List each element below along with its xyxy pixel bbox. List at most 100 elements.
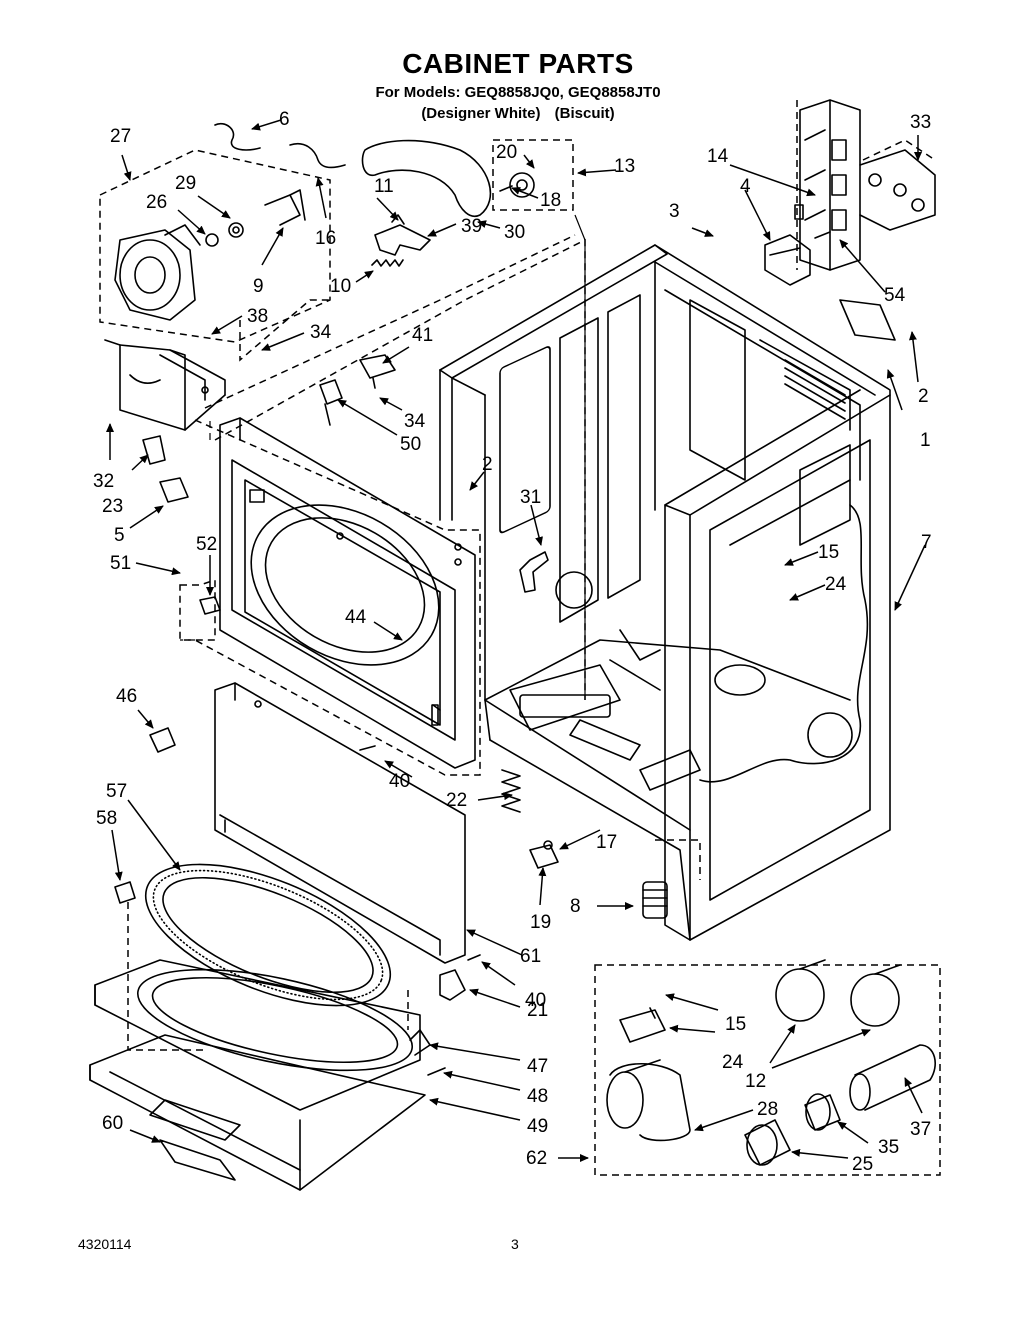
- part-58: [114, 881, 136, 904]
- sensor-23: [142, 435, 166, 465]
- callout-19: 19: [530, 912, 551, 933]
- vent-kit-parts: [606, 959, 936, 1166]
- callout-50: 50: [400, 434, 421, 455]
- callout-54: 54: [884, 285, 906, 306]
- callout-1: 1: [920, 430, 931, 451]
- callout-34: 34: [310, 322, 332, 343]
- guide-line-motor: [239, 299, 330, 362]
- idler-bracket: [374, 224, 431, 256]
- callout-40: 40: [389, 771, 410, 792]
- page-title: CABINET PARTS: [402, 48, 634, 79]
- callout-9: 9: [253, 276, 264, 297]
- group-box-27: [99, 149, 331, 343]
- callout-44: 44: [345, 607, 367, 628]
- callout-24: 24: [722, 1052, 744, 1073]
- variant-biscuit: (Biscuit): [554, 105, 615, 122]
- callout-16: 16: [315, 228, 336, 249]
- cover-plate: [839, 299, 896, 341]
- terminal-bracket: [764, 234, 811, 286]
- group-box-13: [492, 139, 574, 211]
- callout-51: 51: [110, 553, 131, 574]
- callout-48: 48: [527, 1086, 548, 1107]
- callout-15: 15: [725, 1014, 746, 1035]
- variant-designer-white: (Designer White): [421, 105, 541, 122]
- callout-11: 11: [374, 176, 394, 197]
- callout-46: 46: [116, 686, 137, 707]
- motor-mount-bracket: [104, 339, 226, 431]
- lower-front-panel: [214, 682, 466, 964]
- motor-assembly: [114, 189, 306, 321]
- guide-line-58: [127, 902, 205, 1051]
- callout-40: 40: [525, 990, 546, 1011]
- callout-3: 3: [669, 201, 680, 222]
- callout-33: 33: [910, 112, 931, 133]
- part-46: [149, 727, 176, 753]
- callout-7: 7: [921, 532, 932, 553]
- callout-17: 17: [596, 832, 617, 853]
- door-gasket: [144, 863, 392, 1007]
- callout-34: 34: [404, 411, 426, 432]
- group-box-frontpanel-2: [214, 238, 586, 700]
- callout-14: 14: [707, 146, 729, 167]
- callout-30: 30: [504, 222, 525, 243]
- callout-28: 28: [757, 1099, 778, 1120]
- callout-60: 60: [102, 1113, 123, 1134]
- document-number: 4320114: [78, 1236, 132, 1252]
- hinge-21: [439, 969, 466, 1001]
- callout-49: 49: [527, 1116, 548, 1137]
- page-number: 3: [511, 1236, 519, 1252]
- wire-harness-6: [214, 122, 261, 151]
- callout-32: 32: [93, 471, 114, 492]
- cabinet-body: [439, 244, 891, 941]
- door-assembly: [89, 959, 431, 1191]
- callout-8: 8: [570, 896, 581, 917]
- callout-62: 62: [526, 1148, 547, 1169]
- callout-58: 58: [96, 808, 117, 829]
- wire-harness-16: [289, 142, 346, 169]
- idler-spring: [371, 259, 404, 267]
- leveling-leg: [642, 881, 668, 919]
- callout-21: 21: [527, 1000, 548, 1021]
- spring-22: [501, 769, 521, 813]
- idler-pulley: [509, 172, 535, 198]
- callout-13: 13: [614, 156, 635, 177]
- callout-31: 31: [520, 487, 541, 508]
- clip-52: [199, 596, 221, 615]
- front-panel: [219, 417, 476, 769]
- callout-20: 20: [496, 142, 517, 163]
- group-box-51: [179, 578, 216, 641]
- callout-2: 2: [482, 454, 493, 475]
- clip-19: [529, 844, 559, 869]
- callout-37: 37: [910, 1119, 931, 1140]
- callout-15: 15: [818, 542, 839, 563]
- callout-47: 47: [527, 1056, 548, 1077]
- handle-60: [159, 1139, 236, 1181]
- drive-belt: [361, 139, 492, 217]
- callout-10: 10: [330, 276, 351, 297]
- terminal-block-assembly: [794, 99, 936, 271]
- callout-29: 29: [175, 173, 196, 194]
- callout-2: 2: [918, 386, 929, 407]
- callout-4: 4: [740, 176, 751, 197]
- callout-41: 41: [412, 325, 433, 346]
- callout-6: 6: [279, 109, 290, 130]
- part-17: [543, 840, 553, 850]
- callout-57: 57: [106, 781, 127, 802]
- callout-5: 5: [114, 525, 125, 546]
- model-variants: (Designer White) (Biscuit): [0, 105, 1036, 122]
- callout-35: 35: [878, 1137, 899, 1158]
- guide-line-8: [655, 839, 701, 880]
- group-box-62: [594, 964, 941, 1176]
- switch-41: [359, 354, 396, 379]
- callout-24: 24: [825, 574, 847, 595]
- callout-39: 39: [461, 216, 482, 237]
- callout-25: 25: [852, 1154, 873, 1175]
- sensor-5: [159, 477, 189, 503]
- callout-23: 23: [102, 496, 123, 517]
- callout-22: 22: [446, 790, 467, 811]
- callout-26: 26: [146, 192, 167, 213]
- callout-27: 27: [110, 126, 131, 147]
- callout-18: 18: [540, 190, 561, 211]
- callout-12: 12: [745, 1071, 766, 1092]
